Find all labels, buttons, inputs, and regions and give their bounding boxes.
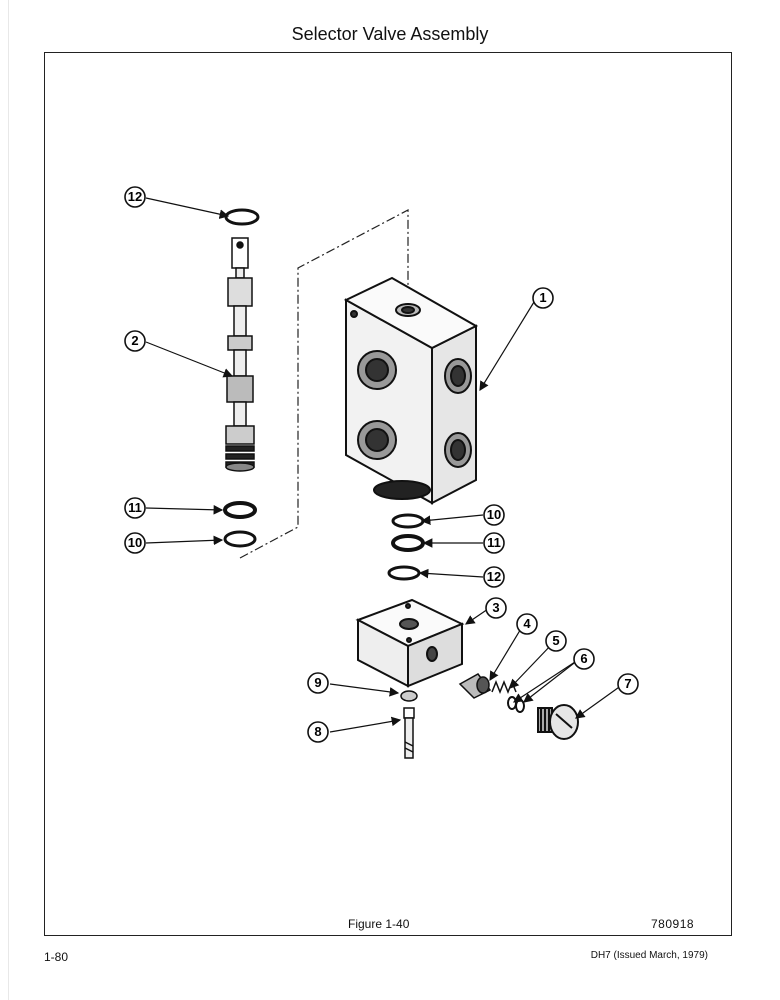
backup-ring-right — [391, 534, 425, 552]
callout-label: 7 — [624, 676, 631, 691]
callout-label: 8 — [314, 724, 321, 739]
page-title: Selector Valve Assembly — [291, 24, 489, 44]
o-ring-right — [391, 513, 425, 529]
callout-2: 2 — [124, 330, 146, 352]
callout-5: 5 — [545, 630, 567, 652]
plug — [537, 704, 579, 740]
alignment-line — [239, 209, 409, 559]
callout-label: 1 — [539, 290, 546, 305]
washer — [400, 690, 418, 702]
callout-11-right: 11 — [483, 532, 505, 554]
callout-label: 2 — [131, 333, 138, 348]
callout-3: 3 — [485, 597, 507, 619]
poppet — [458, 673, 492, 699]
callout-4: 4 — [516, 613, 538, 635]
callout-label: 6 — [580, 651, 587, 666]
spool — [225, 237, 255, 472]
callout-label: 10 — [128, 535, 142, 550]
exploded-view-drawing: 12 2 11 10 1 10 11 12 3 4 5 6 — [124, 186, 639, 759]
callout-11-left: 11 — [124, 497, 146, 519]
callout-label: 12 — [487, 569, 501, 584]
o-ring-left — [223, 530, 257, 548]
callout-label: 3 — [492, 600, 499, 615]
callout-8: 8 — [307, 721, 329, 743]
callout-12-right: 12 — [483, 566, 505, 588]
callout-10-right: 10 — [483, 504, 505, 526]
shims — [507, 696, 525, 713]
callout-9: 9 — [307, 672, 329, 694]
backup-ring-left — [223, 501, 257, 519]
callout-label: 10 — [487, 507, 501, 522]
screw — [403, 707, 415, 759]
document-id: DH7 (Issued March, 1979) — [590, 950, 708, 961]
snap-ring-top — [224, 208, 260, 226]
callout-6: 6 — [573, 648, 595, 670]
callout-1: 1 — [532, 287, 554, 309]
valve-body — [343, 276, 479, 505]
snap-ring-right — [387, 565, 421, 581]
callout-10-left: 10 — [124, 532, 146, 554]
scan-edge-line — [8, 0, 9, 1000]
callout-12-top: 12 — [124, 186, 146, 208]
figure-caption: Figure 1-40 — [348, 917, 410, 931]
callout-label: 5 — [552, 633, 559, 648]
callout-label: 4 — [523, 616, 531, 631]
callout-label: 11 — [128, 500, 142, 515]
callout-label: 11 — [487, 535, 501, 550]
callout-label: 9 — [314, 675, 321, 690]
figure-frame — [44, 52, 732, 936]
end-block — [355, 598, 465, 688]
spring — [491, 679, 517, 695]
leader-lines — [145, 197, 623, 733]
callout-label: 12 — [128, 189, 142, 204]
callout-7: 7 — [617, 673, 639, 695]
page-number: 1-80 — [44, 950, 69, 964]
figure-number: 780918 — [651, 917, 695, 931]
